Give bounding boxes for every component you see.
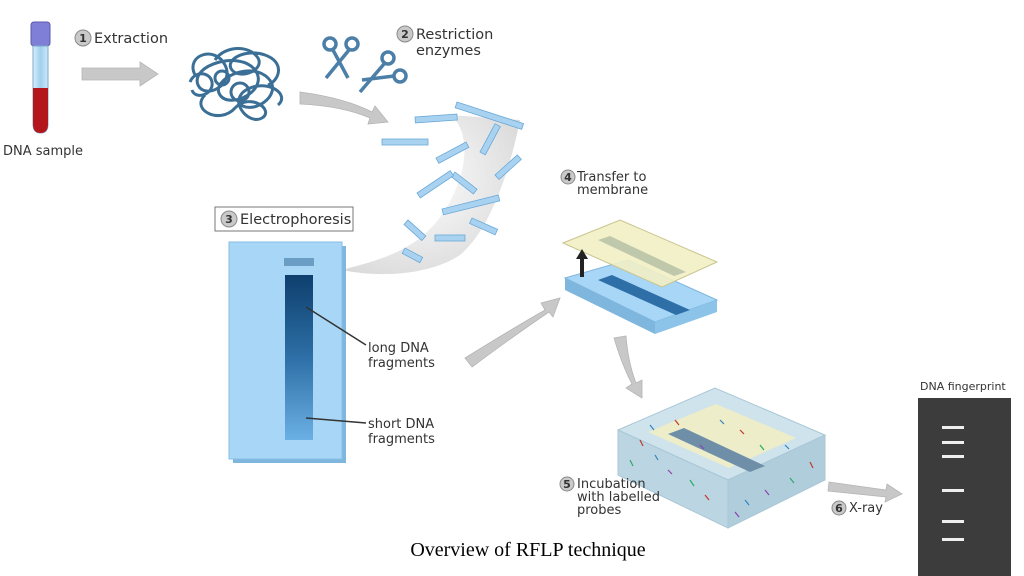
dna-fingerprint-panel xyxy=(918,398,1011,576)
step-2-label: 2 Restriction enzymes xyxy=(396,25,493,59)
short-fragments-callout: short DNA fragments xyxy=(305,417,435,447)
step-5-label: 5 Incubation with labelled probes xyxy=(559,476,660,518)
svg-text:enzymes: enzymes xyxy=(416,43,481,59)
step-4-label: 4 Transfer to membrane xyxy=(560,169,648,198)
membrane-transfer-illustration xyxy=(561,219,719,334)
svg-text:fragments: fragments xyxy=(368,432,435,447)
svg-text:Transfer to: Transfer to xyxy=(576,170,647,185)
arrow-tube-to-dna xyxy=(81,61,159,87)
dna-fragments xyxy=(381,101,525,264)
svg-text:Electrophoresis: Electrophoresis xyxy=(240,212,351,228)
step-6-label: 6 X-ray xyxy=(831,500,883,516)
svg-text:4: 4 xyxy=(564,171,572,184)
probe-speckles xyxy=(629,419,814,518)
svg-text:1: 1 xyxy=(79,32,87,45)
svg-text:probes: probes xyxy=(577,503,622,518)
svg-text:X-ray: X-ray xyxy=(849,501,883,516)
svg-text:6: 6 xyxy=(835,502,843,515)
svg-text:5: 5 xyxy=(563,478,571,491)
arrow-incubation-to-xray xyxy=(827,481,903,503)
step-1-label: 1 Extraction xyxy=(74,29,168,47)
svg-text:2: 2 xyxy=(401,28,409,41)
svg-text:Extraction: Extraction xyxy=(94,31,168,47)
svg-text:membrane: membrane xyxy=(577,183,648,198)
svg-text:long DNA: long DNA xyxy=(368,341,429,356)
svg-text:Restriction: Restriction xyxy=(416,27,493,43)
svg-text:short DNA: short DNA xyxy=(368,417,434,432)
figure-caption: Overview of RFLP technique xyxy=(410,539,645,561)
dna-sample-label: DNA sample xyxy=(3,144,83,159)
long-fragments-callout: long DNA fragments xyxy=(305,306,435,371)
arrow-gel-to-membrane xyxy=(464,297,561,368)
scissors-icon xyxy=(322,36,360,80)
electrophoresis-gel xyxy=(228,241,346,463)
scissors-icon-2 xyxy=(358,50,408,94)
svg-text:fragments: fragments xyxy=(368,356,435,371)
tangled-dna-icon xyxy=(188,47,283,121)
dna-fingerprint-label: DNA fingerprint xyxy=(920,380,1006,393)
svg-text:3: 3 xyxy=(225,213,233,226)
arrow-membrane-to-incubation xyxy=(613,335,643,399)
svg-text:with labelled: with labelled xyxy=(577,490,660,505)
step-3-label: 3 Electrophoresis xyxy=(214,206,354,232)
arrow-dna-to-fragments xyxy=(299,91,389,125)
incubation-tray xyxy=(616,387,827,529)
svg-text:Incubation: Incubation xyxy=(577,477,646,492)
fragment-loading-fan xyxy=(342,115,520,275)
blood-tube-icon xyxy=(30,21,51,134)
dna-band-lane xyxy=(285,275,313,440)
